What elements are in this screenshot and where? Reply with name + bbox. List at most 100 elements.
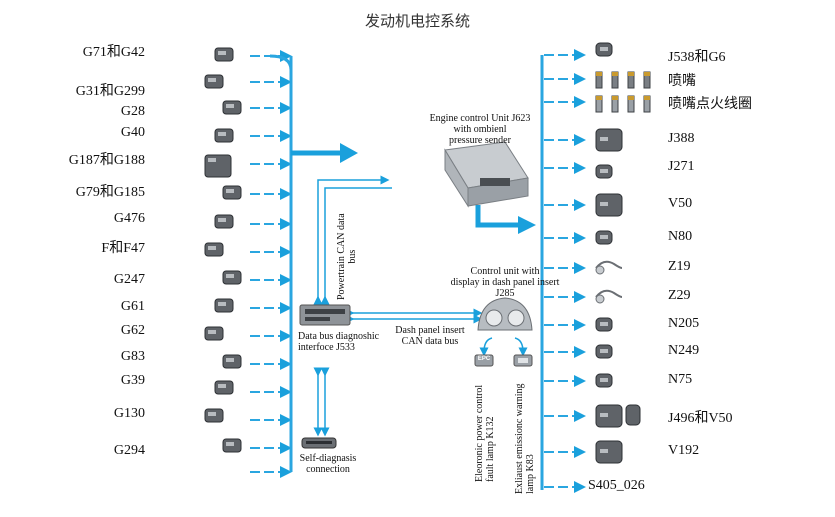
pressure-sensor-icon — [204, 74, 224, 89]
valve-icon — [595, 230, 613, 245]
emission-lamp-icon — [513, 354, 533, 367]
actuator-label: 喷嘴 — [668, 74, 696, 89]
valve-icon — [595, 373, 613, 388]
actuator-label: J388 — [668, 131, 695, 146]
sensor-label: G294 — [113, 443, 145, 458]
lambda-probe-icon — [214, 380, 234, 395]
valve-icon — [595, 317, 613, 332]
ecu-to-actuator-arrowhead — [518, 216, 536, 234]
dash-unit-label-line: display in dash panel insert — [450, 277, 560, 288]
dash-bus-label-line: CAN data bus — [401, 336, 459, 347]
actuator-label: N205 — [668, 316, 700, 331]
gateway-label-line: Data bus diagnoshic — [298, 331, 380, 342]
heater-icon — [595, 289, 623, 304]
gateway-label: Data bus diagnoshic interfoce J533 — [298, 331, 379, 353]
actuator-label: N75 — [668, 372, 693, 387]
diag-label-line: connection — [306, 464, 350, 475]
valve-icon — [595, 344, 613, 359]
epc-lamp-arrow — [479, 337, 493, 357]
pedal-icon — [222, 185, 242, 200]
sensor-label: G39 — [120, 373, 145, 388]
coolant-pump-icon — [595, 193, 623, 217]
emission-lamp-label-line: lamp K83 — [525, 454, 536, 494]
heater-icon — [595, 260, 623, 275]
sensor-label: G476 — [113, 211, 145, 226]
sensor-bus-corner — [269, 54, 293, 71]
clutch-sensor-icon — [214, 214, 234, 229]
ignition-coil-icon — [595, 95, 651, 113]
sensor-label: G71和G42 — [82, 45, 145, 60]
emission-lamp-arrow — [514, 337, 528, 357]
actuator-label: V192 — [668, 443, 700, 458]
actuator-label: N249 — [668, 343, 700, 358]
temp-sensor-icon — [204, 326, 224, 341]
actuator-label: Z29 — [668, 288, 691, 303]
motor-icon — [595, 128, 623, 152]
fuel-pressure-sensor-icon — [222, 270, 242, 285]
dash-bus-label-line: Dash panel insert — [395, 325, 465, 336]
emission-lamp-label-line: Exliaust emissionc warning — [514, 383, 525, 494]
sensor-label: G28 — [120, 104, 145, 119]
epc-lamp-label: Eleoronic power control fault lamp K132 — [474, 385, 496, 482]
diagnosis-connector-icon — [301, 437, 337, 449]
diagram-title: 发动机电控系统 — [364, 12, 470, 30]
sensor-label: G83 — [120, 349, 145, 364]
powertrain-can-line-2 — [320, 187, 392, 305]
pressure-sensor-icon — [214, 47, 234, 62]
dash-unit-label-line: J285 — [495, 288, 515, 299]
emission-lamp-label: Exliaust emissionc warning lamp K83 — [514, 383, 536, 494]
sensor-label: G247 — [113, 272, 145, 287]
relay-icon — [595, 164, 613, 179]
sensor-input-lines — [250, 50, 292, 478]
pump-icon — [595, 404, 641, 428]
actuator-label: 喷嘴点火线圈 — [668, 97, 752, 112]
speed-sensor-icon — [222, 100, 242, 115]
sensor-label: G40 — [120, 125, 145, 140]
switch-icon — [204, 242, 224, 257]
sensor-label: G61 — [120, 299, 145, 314]
temp-sensor-icon — [222, 354, 242, 369]
vacuum-pump-icon — [595, 440, 623, 464]
epc-lamp-label-line: fault lamp K132 — [485, 416, 496, 482]
dash-unit-label-line: Control unit with — [470, 266, 540, 277]
epc-lamp-label-line: Eleoronic power control — [474, 384, 485, 482]
epc-badge: EPC — [477, 356, 491, 362]
injector-icon — [595, 71, 651, 89]
dash-unit-label: Control unit with display in dash panel … — [440, 266, 570, 299]
actuator-output-lines — [544, 49, 586, 493]
sensor-label: F和F47 — [101, 241, 145, 256]
powertrain-bus-label-line: bus — [347, 249, 358, 264]
engine-control-unit-icon — [444, 141, 529, 208]
gateway-label-line: interfoce J533 — [298, 342, 355, 353]
sensor-to-ecu-arrowhead — [340, 143, 358, 163]
fuel-pump-icon — [595, 42, 613, 57]
actuator-label: Z19 — [668, 259, 691, 274]
gateway-j533-icon — [299, 304, 351, 326]
ecu-label: Engine control Unit J623 with ombienl pr… — [420, 113, 540, 146]
hall-sensor-icon — [214, 128, 234, 143]
powertrain-bus-label: Powertrain CAN data bus — [336, 213, 358, 300]
brake-servo-sensor-icon — [222, 438, 242, 453]
ecu-label-line: pressure sender — [449, 135, 511, 146]
knock-sensor-icon — [214, 298, 234, 313]
actuator-label: V50 — [668, 196, 693, 211]
dash-bus-label: Dash panel insert CAN data bus — [380, 325, 480, 347]
epc-lamp-icon — [474, 354, 494, 367]
lambda-probe-icon — [204, 408, 224, 423]
actuator-label: J271 — [668, 159, 695, 174]
ecu-to-actuator-arrow — [475, 205, 520, 228]
dash-panel-insert-icon — [477, 297, 533, 331]
sensor-label: G130 — [113, 406, 145, 421]
ecu-label-line: with ombienl — [453, 124, 507, 135]
actuator-label: J538和G6 — [668, 50, 726, 65]
throttle-body-icon — [204, 154, 232, 178]
actuator-label: N80 — [668, 229, 693, 244]
sensor-label: G187和G188 — [68, 153, 145, 168]
sensor-label: G79和G185 — [75, 185, 145, 200]
actuator-label: J496和V50 — [668, 411, 733, 426]
diag-label: Self-diagnasis connection — [293, 453, 363, 475]
ecu-label-line: Engine control Unit J623 — [429, 113, 531, 124]
sensor-label: G31和G299 — [75, 84, 145, 99]
sensor-label: G62 — [120, 323, 145, 338]
